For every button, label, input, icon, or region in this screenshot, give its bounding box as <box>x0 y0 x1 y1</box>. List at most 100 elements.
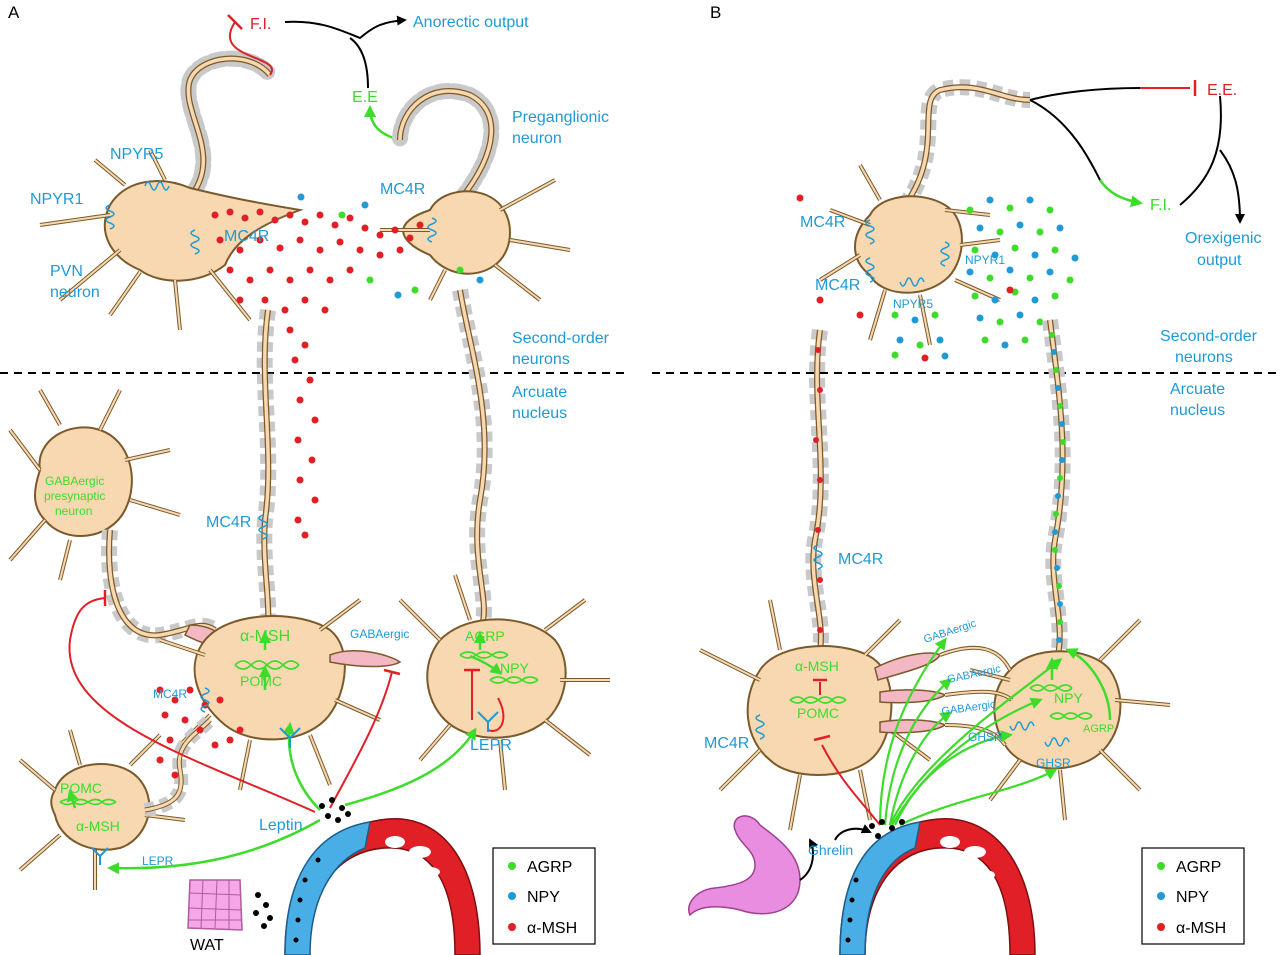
mc4r-small-label-a: MC4R <box>153 687 187 701</box>
legend-b-msh-swatch <box>1157 923 1165 931</box>
gaba2-label-b: GABAergic <box>946 663 1002 686</box>
orexigenic-label-2: output <box>1197 252 1242 269</box>
npy-agrp-dots-cluster-b <box>796 194 1079 362</box>
pomc-label-a: POMC <box>240 673 282 689</box>
leptin-inhibit-gaba <box>68 597 316 813</box>
wat-label: WAT <box>190 937 224 954</box>
npyr5-b-receptor-icon <box>899 277 925 287</box>
panel-b-letter: B <box>710 3 721 22</box>
pomc-gene-icon <box>234 660 300 670</box>
ee-path-b <box>1029 87 1141 101</box>
pomc-neuron-small <box>50 763 151 851</box>
mc4r-b1-label: MC4R <box>800 214 845 231</box>
legend-b-npy-swatch <box>1157 892 1165 900</box>
mc4r-small-receptor-icon <box>200 687 210 713</box>
pomc-neuron-b <box>746 645 893 776</box>
agrp-gene-b-icon <box>1049 712 1093 720</box>
panel-b <box>688 79 1240 955</box>
gaba1-label-b: GABAergic <box>922 617 978 645</box>
pomc-label-b: POMC <box>797 705 839 721</box>
alpha-msh-label-a: α-MSH <box>240 628 290 645</box>
preganglionic-label-2: neuron <box>512 130 562 147</box>
second-order-label-b-1: Second-order <box>1160 328 1258 345</box>
mc4r-b-cell-receptor-icon <box>755 714 765 740</box>
gaba-presynaptic-label-2: presynaptic <box>44 489 105 503</box>
preganglionic-neuron <box>402 190 511 275</box>
lepr-right-label: LEPR <box>470 737 512 754</box>
ghrelin-arrow <box>799 838 819 881</box>
mc4r-pvn-label: MC4R <box>224 228 269 245</box>
panel-a <box>8 14 610 955</box>
orexigenic-label-1: Orexigenic <box>1185 230 1261 247</box>
npyr5-label-a: NPYR5 <box>110 146 163 163</box>
ghsr2-label: GHSR <box>1036 756 1071 770</box>
legend-a-agrp-swatch <box>508 862 516 870</box>
msh-dots-cluster-small <box>156 686 244 779</box>
wat-tissue-icon <box>187 879 243 931</box>
leptin-inhibit-agrp-gaba <box>329 671 393 809</box>
mc4r-b2-label: MC4R <box>815 277 860 294</box>
npy-label-b: NPY <box>1054 690 1083 706</box>
anorectic-arrow <box>284 15 407 40</box>
pvn-label-1: PVN <box>50 263 83 280</box>
legend-a-npy-swatch <box>508 892 516 900</box>
arcuate-label-a-2: nucleus <box>512 405 567 422</box>
mc4r-axon-receptor-icon <box>258 514 268 540</box>
legend-b-agrp-label: AGRP <box>1176 859 1221 876</box>
second-order-label-b-2: neurons <box>1175 349 1233 366</box>
mc4r-cell-label-b: MC4R <box>704 735 749 752</box>
npyr1-label-a: NPYR1 <box>30 191 83 208</box>
anorectic-output-label: Anorectic output <box>413 14 529 31</box>
legend-b-npy-label: NPY <box>1176 889 1209 906</box>
pomc-gene-b-icon <box>789 696 847 704</box>
mc4r-b1-receptor-icon <box>865 219 875 245</box>
ghrelin-label: Ghrelin <box>808 842 853 858</box>
agrp-label-b: AGRP <box>1083 723 1114 735</box>
panel-a-letter: A <box>8 3 20 22</box>
ghsr2-receptor-icon <box>1044 737 1070 747</box>
fi-inhibit-line <box>228 21 273 76</box>
gaba-presynaptic-neuron <box>34 426 133 537</box>
second-order-label-a-1: Second-order <box>512 330 610 347</box>
legend-a-npy-label: NPY <box>527 889 560 906</box>
legend-b-msh-label: α-MSH <box>1176 920 1226 937</box>
npyr5-receptor-icon <box>144 181 170 191</box>
mc4r-axon-label-b: MC4R <box>838 551 883 568</box>
ghsr1-receptor-icon <box>1009 721 1035 731</box>
npy-gene-b-icon <box>1029 684 1073 692</box>
gaba-presynaptic-label-3: neuron <box>55 504 92 518</box>
leptin-to-agrp-arrow <box>344 727 477 807</box>
leptin-label: Leptin <box>259 817 303 834</box>
mc4r-axon-label-a: MC4R <box>206 514 251 531</box>
alpha-msh-small-label: α-MSH <box>76 818 120 834</box>
npy-label-a: NPY <box>500 660 529 676</box>
pomc-small-label: POMC <box>60 780 102 796</box>
lepr-pomc-icon <box>279 727 301 748</box>
lepr-small-icon <box>91 847 109 865</box>
arcuate-label-b-1: Arcuate <box>1170 381 1225 398</box>
second-order-label-a-2: neurons <box>512 351 570 368</box>
ee-label-a: E.E <box>352 89 378 106</box>
lepr-small-label: LEPR <box>142 854 174 868</box>
mc4r-b-axon-receptor-icon <box>813 544 823 570</box>
pvn-label-2: neuron <box>50 284 100 301</box>
agrp-gene-icon <box>459 651 509 659</box>
orexigenic-arrow <box>1179 95 1240 222</box>
fi-label-a: F.I. <box>250 16 271 33</box>
mc4r-pvn-receptor-icon <box>190 229 200 255</box>
mc4r-preg-label: MC4R <box>380 181 425 198</box>
leptin-to-pomc-arrow <box>282 722 321 811</box>
legend-b: AGRP NPY α-MSH <box>1141 847 1245 945</box>
agrp-neuron-a <box>426 618 567 739</box>
alpha-msh-label-b: α-MSH <box>795 658 839 674</box>
preganglionic-label-1: Preganglionic <box>512 109 609 126</box>
gaba-terminal-b1 <box>874 652 942 681</box>
msh-dots-cluster-a <box>211 208 424 539</box>
mc4r-b2-receptor-icon <box>865 257 875 283</box>
gaba-terminal-pomc <box>329 650 402 668</box>
pomc-small-gene-icon <box>59 798 117 806</box>
ghsr1-label: GHSR <box>968 730 1003 744</box>
agrp-label-a: AGRP <box>465 628 505 644</box>
npyr1-b-receptor-icon <box>940 241 950 267</box>
